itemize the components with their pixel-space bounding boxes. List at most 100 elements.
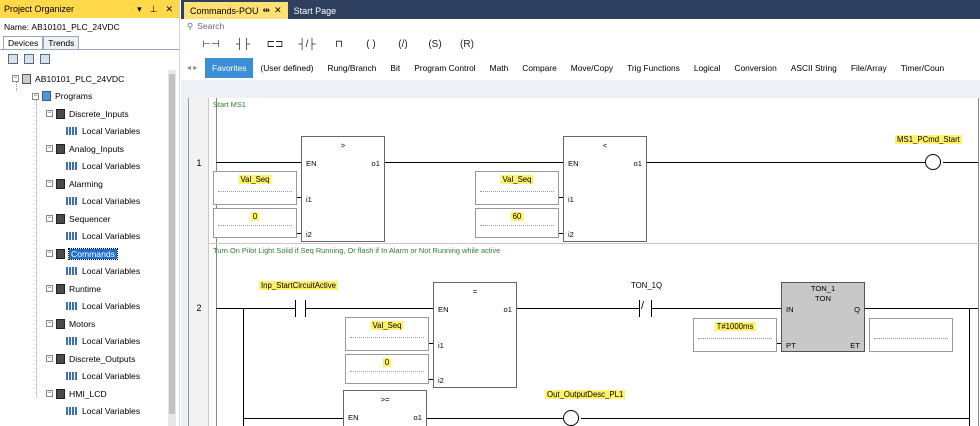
rung2-contact-tag[interactable]: Inp_StartCircuitActive bbox=[259, 281, 338, 290]
rung1-block2-input1[interactable]: Val_Seq bbox=[475, 171, 559, 205]
tree-pou-discrete-outputs[interactable]: −Discrete_Outputs bbox=[0, 350, 176, 368]
tree-pou-sequencer[interactable]: −Sequencer bbox=[0, 210, 176, 228]
tree-local-variables[interactable]: Local Variables bbox=[0, 298, 176, 316]
block-title: = bbox=[472, 287, 478, 296]
rung2-block1-input1[interactable]: Val_Seq bbox=[345, 317, 429, 351]
nc-contact-icon[interactable]: ┤/├ bbox=[298, 38, 316, 50]
collapse-icon[interactable]: − bbox=[46, 320, 53, 328]
collapse-icon[interactable]: − bbox=[46, 250, 53, 258]
rung2-timer-preset[interactable]: T#1000ms bbox=[693, 318, 777, 352]
rung2-coil-tag[interactable]: Out_OutputDesc_PL1 bbox=[545, 390, 626, 399]
category-tab[interactable]: Timer/Coun bbox=[900, 62, 945, 73]
add-device-icon[interactable] bbox=[8, 54, 18, 64]
tab-trends[interactable]: Trends bbox=[43, 36, 80, 49]
category-tab[interactable]: Rung/Branch bbox=[327, 62, 377, 73]
set-coil-icon[interactable]: (S) bbox=[428, 38, 442, 50]
category-tab[interactable]: Math bbox=[489, 62, 509, 73]
rung2-comment[interactable]: Turn On Pilot Light Solid if Seq Running… bbox=[213, 246, 501, 255]
coil-icon[interactable]: ( ) bbox=[366, 38, 376, 50]
branch-icon[interactable]: ⊏⊐ bbox=[266, 38, 284, 50]
category-tab[interactable]: Bit bbox=[390, 62, 401, 73]
tree-local-variables[interactable]: Local Variables bbox=[0, 193, 176, 211]
tree-pou-hmi-lcd[interactable]: −HMI_LCD bbox=[0, 385, 176, 403]
collapse-icon[interactable]: − bbox=[46, 110, 53, 118]
tree-root[interactable]: − AB10101_PLC_24VDC bbox=[0, 70, 176, 88]
category-tab[interactable]: Conversion bbox=[734, 62, 777, 73]
category-tab[interactable]: File/Array bbox=[850, 62, 887, 73]
tree-pou-commands[interactable]: −Commands bbox=[0, 245, 176, 263]
collapse-icon[interactable]: − bbox=[46, 355, 53, 363]
category-tab[interactable]: ASCII String bbox=[790, 62, 837, 73]
rung2-block1-input2[interactable]: 0 bbox=[345, 354, 429, 384]
category-tab[interactable]: Logical bbox=[693, 62, 721, 73]
tree-local-variables[interactable]: Local Variables bbox=[0, 403, 176, 421]
pou-label: Motors bbox=[69, 318, 96, 329]
rung1-block1-input1[interactable]: Val_Seq bbox=[213, 171, 297, 205]
category-tab[interactable]: Program Control bbox=[414, 62, 476, 73]
local-variables-label: Local Variables bbox=[82, 371, 141, 382]
collapse-icon[interactable]: − bbox=[46, 285, 53, 293]
tree-local-variables[interactable]: Local Variables bbox=[0, 333, 176, 351]
rung2-nc-contact[interactable] bbox=[639, 300, 640, 317]
rung1-coil-tag[interactable]: MS1_PCmd_Start bbox=[895, 135, 962, 144]
tree-local-variables[interactable]: Local Variables bbox=[0, 368, 176, 386]
rung-icon[interactable]: ⊢⊣ bbox=[202, 38, 220, 50]
rung2-contact[interactable] bbox=[295, 300, 296, 317]
ladder-diagram[interactable]: Start MS1 1 > EN o1 i1 i2 Val_Seq 0 < EN… bbox=[188, 98, 980, 426]
reset-coil-icon[interactable]: (R) bbox=[460, 38, 474, 50]
collapse-icon[interactable]: − bbox=[12, 75, 19, 83]
tree-local-variables[interactable]: Local Variables bbox=[0, 123, 176, 141]
rung1-block1-input2[interactable]: 0 bbox=[213, 208, 297, 238]
rung2-compare-ge-block[interactable]: >= EN o1 bbox=[343, 390, 427, 426]
rung-number-column bbox=[189, 98, 209, 426]
rung1-comment[interactable]: Start MS1 bbox=[213, 100, 246, 109]
scroll-thumb[interactable] bbox=[169, 74, 175, 414]
collapse-icon[interactable]: − bbox=[46, 390, 53, 398]
rung2-nc-contact-tag[interactable]: TON_1Q bbox=[631, 281, 663, 290]
category-tab[interactable]: (User defined) bbox=[260, 62, 314, 73]
collapse-icon[interactable]: − bbox=[46, 215, 53, 223]
rung2-ton-timer-block[interactable]: TON_1 TON IN Q PT ET bbox=[781, 282, 865, 352]
pin-icon[interactable]: ⊥ bbox=[149, 3, 158, 14]
tree-pou-analog-inputs[interactable]: −Analog_Inputs bbox=[0, 140, 176, 158]
pin-icon[interactable]: ⇹ bbox=[262, 5, 271, 15]
pin-pt: PT bbox=[786, 341, 796, 350]
collapse-icon[interactable]: − bbox=[32, 92, 39, 100]
search-bar[interactable]: ⚲ Search bbox=[181, 19, 980, 33]
category-tab[interactable]: Move/Copy bbox=[570, 62, 614, 73]
tree-pou-alarming[interactable]: −Alarming bbox=[0, 175, 176, 193]
tree-scrollbar[interactable] bbox=[168, 70, 176, 426]
rung2-timer-et-output[interactable] bbox=[869, 318, 953, 352]
block-icon[interactable]: ⊓ bbox=[335, 38, 343, 50]
tab-start-page[interactable]: Start Page bbox=[288, 2, 343, 19]
category-tab[interactable]: Favorites bbox=[205, 57, 254, 78]
collapse-icon[interactable]: − bbox=[46, 145, 53, 153]
tree-programs[interactable]: − Programs bbox=[0, 88, 176, 106]
tree-pou-runtime[interactable]: −Runtime bbox=[0, 280, 176, 298]
rung1-compare-lt-block[interactable]: < EN o1 i1 i2 bbox=[563, 136, 647, 242]
close-icon[interactable]: ✕ bbox=[165, 3, 173, 14]
tree-pou-discrete-inputs[interactable]: −Discrete_Inputs bbox=[0, 105, 176, 123]
rung1-compare-gt-block[interactable]: > EN o1 i1 i2 bbox=[301, 136, 385, 242]
category-tab[interactable]: Compare bbox=[522, 62, 557, 73]
close-icon[interactable]: ✕ bbox=[274, 5, 282, 15]
tree-pou-motors[interactable]: − Motors bbox=[0, 315, 176, 333]
collapse-icon[interactable] bbox=[40, 54, 50, 64]
negated-coil-icon[interactable]: (/) bbox=[398, 38, 408, 50]
rung1-block2-input2[interactable]: 60 bbox=[475, 208, 559, 238]
tree-local-variables[interactable]: Local Variables bbox=[0, 263, 176, 281]
tab-devices[interactable]: Devices bbox=[3, 36, 44, 49]
scroll-arrows-icon[interactable]: ◂ ▸ bbox=[187, 63, 198, 72]
tree-local-variables[interactable]: Local Variables bbox=[0, 228, 176, 246]
remove-device-icon[interactable] bbox=[24, 54, 34, 64]
dropdown-icon[interactable]: ▾ bbox=[137, 3, 142, 14]
category-tab[interactable]: Trig Functions bbox=[627, 62, 680, 73]
no-contact-icon[interactable]: ┤├ bbox=[235, 38, 251, 50]
collapse-icon[interactable]: − bbox=[46, 180, 53, 188]
tab-commands-pou[interactable]: Commands-POU ⇹ ✕ bbox=[184, 2, 288, 19]
rung1-coil[interactable] bbox=[925, 154, 941, 170]
search-input[interactable]: Search bbox=[197, 21, 225, 31]
tree-local-variables[interactable]: Local Variables bbox=[0, 158, 176, 176]
rung2-coil[interactable] bbox=[563, 410, 579, 426]
rung2-compare-eq-block[interactable]: = EN o1 i1 i2 bbox=[433, 282, 517, 388]
